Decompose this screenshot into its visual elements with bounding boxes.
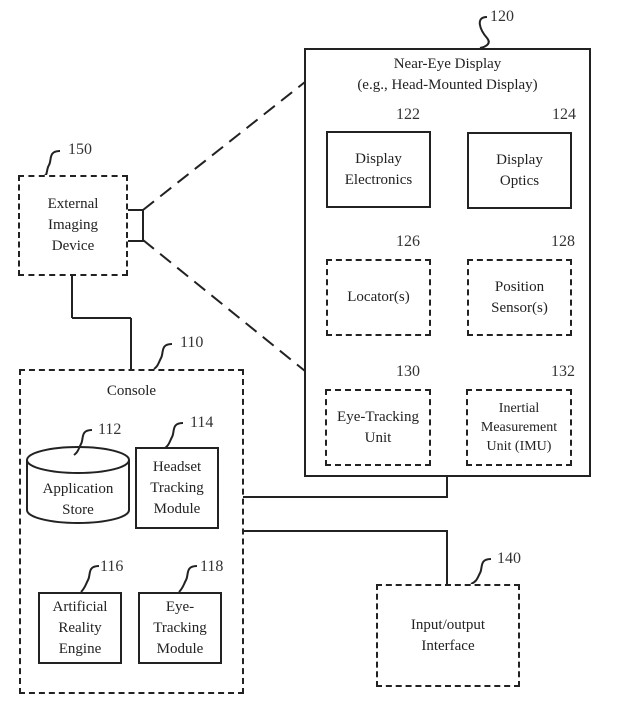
ref-label-126: 126: [396, 233, 420, 250]
camera-lens-icon: [126, 209, 144, 242]
database-cylinder-icon: [26, 446, 130, 524]
ref-label-120: 120: [490, 8, 514, 25]
ref-label-150: 150: [68, 141, 92, 158]
ref-label-132: 132: [551, 363, 575, 380]
console-to-hmd-line: [243, 477, 448, 498]
field-of-view-lower: [142, 239, 306, 372]
ref-label-130: 130: [396, 363, 420, 380]
ref-label-122: 122: [396, 106, 420, 123]
locators-box: Locator(s): [326, 259, 431, 336]
leader-120: [478, 16, 490, 49]
leader-114: [164, 422, 184, 449]
console-title: Console: [106, 383, 157, 399]
leader-118: [178, 565, 198, 593]
ref-label-128: 128: [551, 233, 575, 250]
ref-label-116: 116: [100, 558, 124, 575]
leader-116: [80, 565, 100, 593]
leader-110: [153, 343, 173, 370]
console-box: [19, 369, 244, 694]
console-to-io-line: [243, 530, 448, 585]
near-eye-display-title: Near-Eye Display (e.g., Head-Mounted Dis…: [357, 56, 538, 93]
field-of-view-upper: [142, 81, 306, 211]
ref-label-118: 118: [200, 558, 224, 575]
ref-label-124: 124: [552, 106, 576, 123]
leader-112: [73, 429, 93, 456]
leader-140: [470, 558, 492, 585]
ref-label-114: 114: [190, 414, 214, 431]
ref-label-140: 140: [497, 550, 521, 567]
ref-label-110: 110: [180, 334, 204, 351]
leader-150: [43, 150, 61, 177]
ref-label-112: 112: [98, 421, 122, 438]
